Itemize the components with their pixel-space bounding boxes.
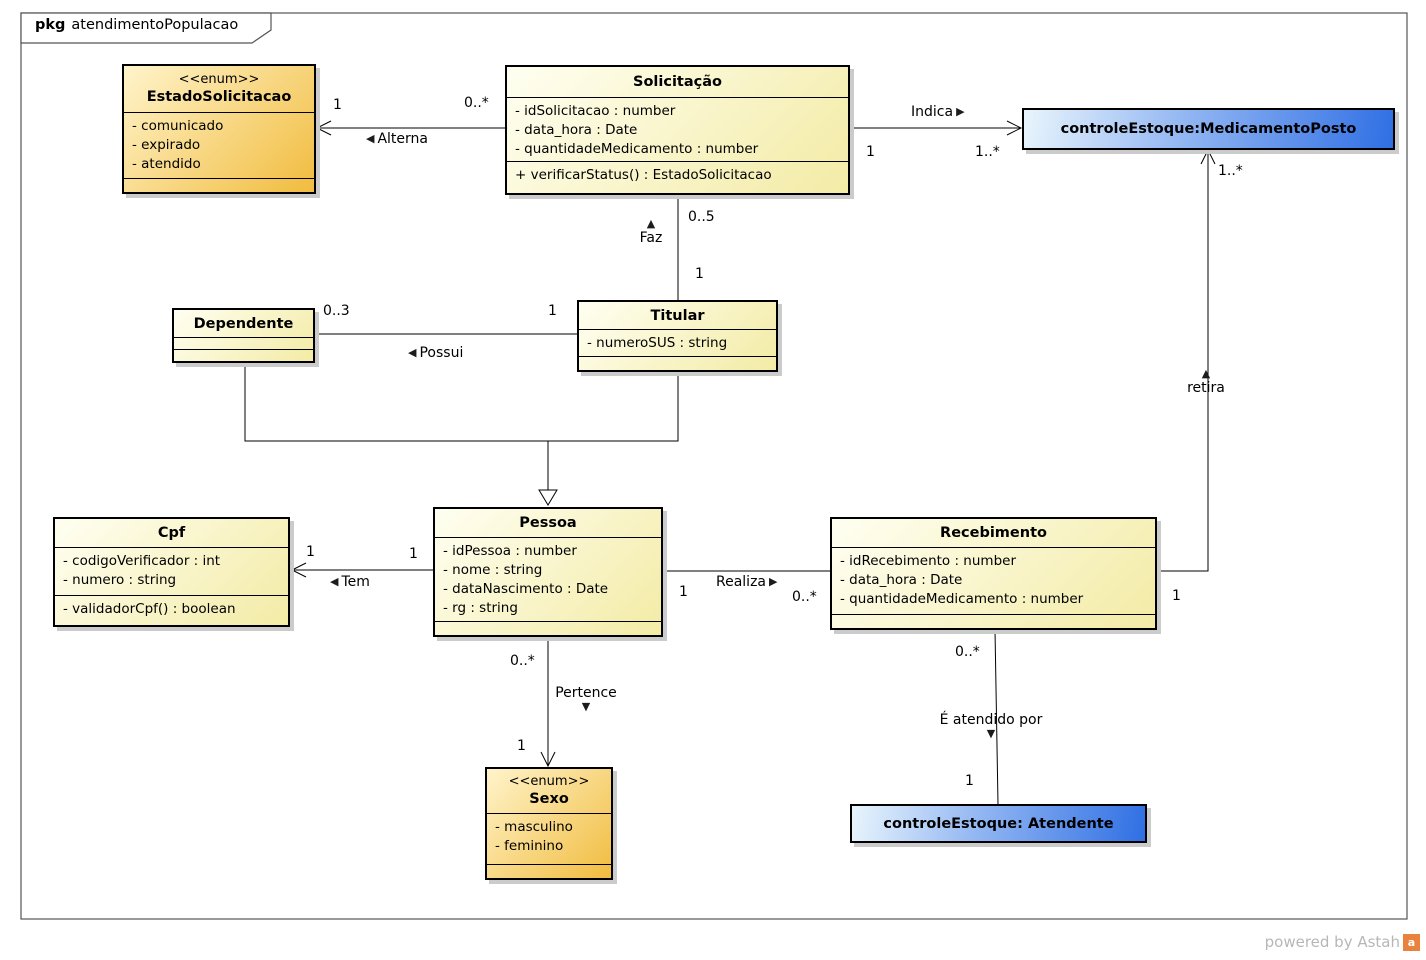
watermark: powered by Astah a — [1265, 933, 1420, 951]
multiplicity: 0..* — [792, 589, 817, 605]
empty-compartment — [124, 178, 314, 192]
generalization-shared-line — [244, 364, 679, 442]
class-name: Dependente — [193, 315, 294, 332]
reading-direction-icon: ◀ — [330, 575, 339, 588]
class-estado-solicitacao[interactable]: <<enum>> EstadoSolicitacao - comunicado … — [122, 64, 316, 194]
association-label-retira: ▲ retira — [1187, 367, 1225, 397]
attribute-row: - data_hora : Date — [840, 572, 963, 588]
operation-row: - validadorCpf() : boolean — [63, 601, 236, 617]
reading-direction-icon: ▲ — [1201, 367, 1211, 380]
reading-direction-icon: ▶ — [769, 575, 778, 588]
alterna-open-arrowhead — [315, 120, 332, 136]
empty-compartment — [174, 337, 313, 349]
association-label-alterna: ◀ Alterna — [366, 131, 428, 147]
multiplicity: 1 — [548, 303, 557, 319]
attribute-row: - nome : string — [443, 562, 543, 578]
association-label-pertence: Pertence ▼ — [555, 685, 617, 713]
enum-literal: - feminino — [495, 838, 564, 854]
empty-compartment — [579, 356, 776, 370]
association-label-realiza: Realiza ▶ — [716, 574, 778, 590]
reading-direction-icon: ▲ — [646, 217, 656, 230]
multiplicity: 0..5 — [688, 209, 715, 225]
attribute-row: - numero : string — [63, 572, 177, 588]
empty-compartment — [487, 864, 611, 878]
empty-compartment — [832, 614, 1155, 628]
attribute-row: - quantidadeMedicamento : number — [840, 591, 1084, 607]
multiplicity: 1 — [695, 266, 704, 282]
watermark-text: powered by Astah — [1264, 933, 1400, 951]
reading-direction-icon: ▼ — [581, 700, 591, 713]
class-dependente[interactable]: Dependente — [172, 308, 315, 363]
class-name: EstadoSolicitacao — [146, 89, 292, 105]
class-titular[interactable]: Titular - numeroSUS : string — [577, 300, 778, 372]
multiplicity: 1 — [1172, 588, 1181, 604]
enum-literal: - expirado — [132, 137, 201, 153]
package-keyword: pkg — [35, 17, 66, 33]
association-label-possui: ◀ Possui — [408, 345, 464, 361]
retira-open-arrowhead — [1200, 148, 1216, 165]
class-name: Cpf — [157, 525, 186, 541]
class-name: Pessoa — [519, 515, 577, 531]
multiplicity: 0..* — [955, 644, 980, 660]
reading-direction-icon: ▶ — [956, 105, 965, 118]
class-pessoa[interactable]: Pessoa - idPessoa : number - nome : stri… — [433, 507, 663, 637]
multiplicity: 0..* — [510, 653, 535, 669]
attribute-row: - numeroSUS : string — [587, 335, 728, 351]
association-label-tem: ◀ Tem — [330, 574, 370, 590]
multiplicity: 1 — [679, 584, 688, 600]
multiplicity: 1 — [517, 738, 526, 754]
indica-open-arrowhead — [1006, 120, 1023, 136]
association-label-indica: Indica ▶ — [911, 104, 965, 120]
package-name: atendimentoPopulacao — [71, 17, 239, 33]
class-name: Recebimento — [940, 525, 1047, 541]
empty-compartment — [435, 621, 661, 635]
reading-direction-icon: ◀ — [366, 132, 375, 145]
package-tab: pkg atendimentoPopulacao — [35, 17, 238, 33]
empty-compartment — [174, 349, 313, 361]
multiplicity: 1 — [306, 544, 315, 560]
class-name: Sexo — [529, 791, 569, 807]
pertence-open-arrowhead — [540, 751, 556, 768]
enum-literal: - masculino — [495, 819, 573, 835]
multiplicity: 1 — [409, 546, 418, 562]
attribute-row: - idPessoa : number — [443, 543, 577, 559]
association-label-atendido-por: É atendido por ▼ — [939, 712, 1043, 740]
astah-logo-icon: a — [1403, 933, 1420, 951]
class-sexo[interactable]: <<enum>> Sexo - masculino - feminino — [485, 767, 613, 880]
class-name: Titular — [650, 307, 705, 324]
multiplicity: 0..* — [464, 95, 489, 111]
attribute-row: - data_hora : Date — [515, 122, 638, 138]
generalization-triangle — [538, 489, 558, 506]
reading-direction-icon: ◀ — [408, 346, 417, 359]
object-atendente[interactable]: controleEstoque: Atendente — [850, 804, 1147, 843]
operation-row: + verificarStatus() : EstadoSolicitacao — [515, 167, 772, 183]
association-label-faz: ▲ Faz — [639, 217, 663, 247]
class-recebimento[interactable]: Recebimento - idRecebimento : number - d… — [830, 517, 1157, 630]
enum-literal: - atendido — [132, 156, 201, 172]
attribute-row: - codigoVerificador : int — [63, 553, 221, 569]
multiplicity: 1 — [965, 773, 974, 789]
attribute-row: - quantidadeMedicamento : number — [515, 141, 759, 157]
stereotype-label: <<enum>> — [508, 774, 590, 789]
tem-open-arrowhead — [290, 562, 307, 578]
association-retira-line — [1157, 150, 1209, 572]
object-name: controleEstoque: Atendente — [883, 815, 1114, 832]
multiplicity: 0..3 — [323, 303, 350, 319]
multiplicity: 1 — [866, 144, 875, 160]
class-solicitacao[interactable]: Solicitação - idSolicitacao : number - d… — [505, 65, 850, 195]
multiplicity: 1..* — [1218, 163, 1243, 179]
reading-direction-icon: ▼ — [986, 727, 996, 740]
attribute-row: - idSolicitacao : number — [515, 103, 676, 119]
class-cpf[interactable]: Cpf - codigoVerificador : int - numero :… — [53, 517, 290, 627]
attribute-row: - dataNascimento : Date — [443, 581, 609, 597]
attribute-row: - idRecebimento : number — [840, 553, 1016, 569]
multiplicity: 1 — [333, 97, 342, 113]
attribute-row: - rg : string — [443, 600, 518, 616]
stereotype-label: <<enum>> — [178, 72, 260, 87]
object-name: controleEstoque:MedicamentoPosto — [1060, 121, 1357, 137]
object-medicamento-posto[interactable]: controleEstoque:MedicamentoPosto — [1022, 108, 1395, 150]
class-name: Solicitação — [633, 74, 722, 90]
enum-literal: - comunicado — [132, 118, 224, 134]
multiplicity: 1..* — [975, 144, 1000, 160]
